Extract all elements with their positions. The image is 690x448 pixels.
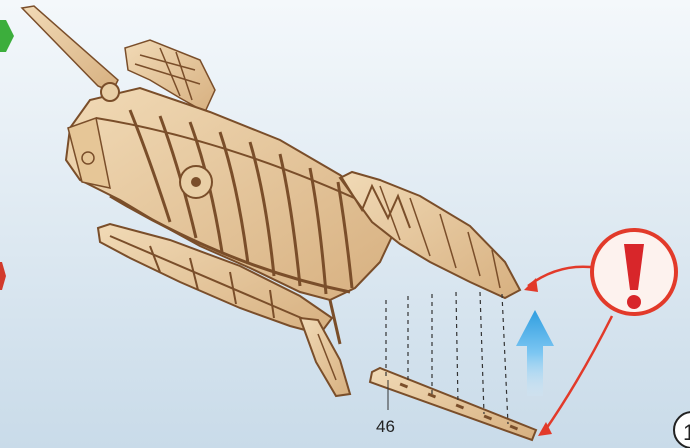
part-number-label: 46 <box>376 417 395 436</box>
exclamation-icon <box>592 230 676 314</box>
step-number: 1 <box>683 420 690 445</box>
